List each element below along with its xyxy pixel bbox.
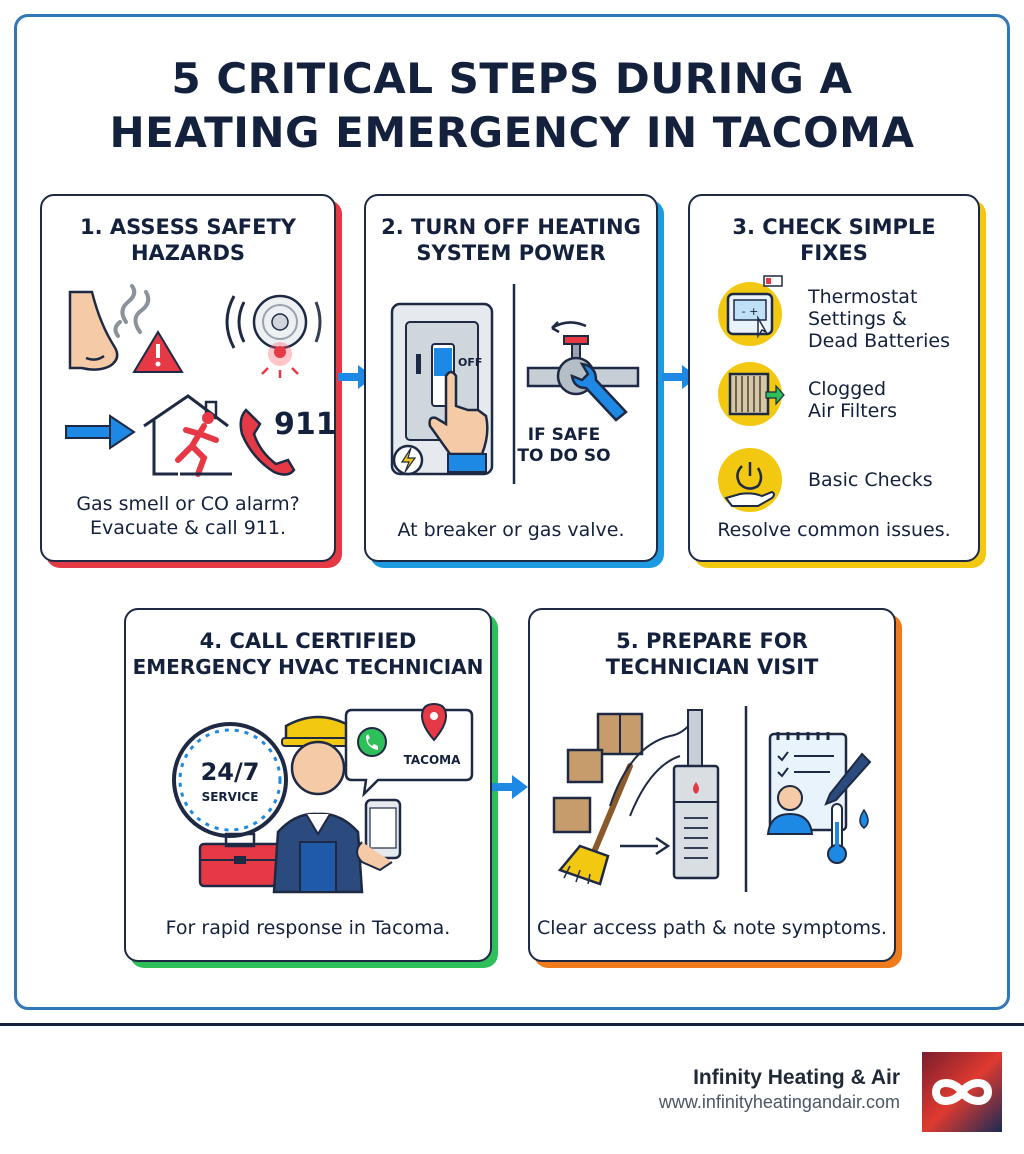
fix-2-line1: Clogged [808, 378, 887, 400]
step4-title-line1: 4. CALL CERTIFIED [199, 629, 417, 653]
step2-title: 2. TURN OFF HEATING SYSTEM POWER [366, 214, 656, 266]
step2-title-line1: 2. TURN OFF HEATING [381, 215, 641, 239]
step5-illustration [552, 706, 872, 892]
step3-title-line2: FIXES [800, 241, 868, 265]
step2-illustration: OFF IF SAFE TO DO SO [390, 284, 640, 484]
title-line-2: HEATING EMERGENCY IN TACOMA [109, 108, 915, 157]
broom-icon [557, 763, 633, 886]
person-icon [766, 785, 814, 835]
step4-caption-line1: For rapid response in Tacoma. [165, 917, 451, 939]
step1-illustration: 911 [65, 284, 337, 477]
toolbox-icon [198, 832, 282, 888]
step2-title-line2: SYSTEM POWER [416, 241, 606, 265]
drop-icon [859, 808, 869, 829]
pen-icon [824, 752, 872, 806]
hand-icon [428, 370, 489, 473]
step2-caption-line1: At breaker or gas valve. [397, 519, 625, 541]
step1-caption: Gas smell or CO alarm? Evacuate & call 9… [42, 492, 334, 540]
smartphone-icon [356, 798, 402, 872]
step5-card: 5. PREPARE FOR TECHNICIAN VISIT [528, 608, 896, 962]
step4-illustration: 24/7 SERVICE TAC [172, 702, 474, 894]
step3-card: 3. CHECK SIMPLE FIXES - + Thermostat Set… [688, 194, 980, 562]
fix-2-line2: Air Filters [808, 400, 898, 422]
lightning-icon [392, 444, 424, 476]
step3-caption: Resolve common issues. [690, 518, 978, 542]
infinity-logo-icon [922, 1052, 1002, 1132]
step3-title-line1: 3. CHECK SIMPLE [732, 215, 936, 239]
wrench-icon [570, 362, 628, 422]
step5-title-line2: TECHNICIAN VISIT [605, 655, 819, 679]
step5-title-line1: 5. PREPARE FOR [616, 629, 808, 653]
fix-1-label: Thermostat Settings & Dead Batteries [808, 286, 950, 352]
step1-title-line2: HAZARDS [130, 241, 246, 265]
step1-title: 1. ASSESS SAFETY HAZARDS [42, 214, 334, 266]
smoke-icon [113, 284, 151, 338]
step5-caption-line1: Clear access path & note symptoms. [537, 917, 887, 939]
smoke-alarm-icon [225, 294, 322, 378]
bubble-tacoma-label: TACOMA [404, 753, 461, 767]
warning-icon [132, 330, 184, 373]
power-hand-icon [718, 448, 782, 512]
safe-note-line1: IF SAFE [528, 425, 600, 445]
step4-card: 4. CALL CERTIFIED EMERGENCY HVAC TECHNIC… [124, 608, 492, 962]
phone-number-label: 911 [274, 407, 337, 442]
evacuate-house-icon [143, 394, 232, 477]
fix-1-line1: Thermostat [808, 286, 918, 308]
brand-url[interactable]: www.infinityheatingandair.com [658, 1092, 900, 1112]
step3-icons: - + [718, 275, 785, 512]
step3-title: 3. CHECK SIMPLE FIXES [690, 214, 978, 266]
step5-title: 5. PREPARE FOR TECHNICIAN VISIT [530, 628, 894, 680]
furnace-icon [672, 709, 720, 880]
step2-caption: At breaker or gas valve. [366, 518, 656, 542]
air-filter-icon [718, 362, 785, 426]
path-arrow-icon [609, 723, 691, 856]
step1-caption-line2: Evacuate & call 911. [89, 517, 287, 539]
step3-caption-line1: Resolve common issues. [717, 519, 951, 541]
thermostat-icon: - + [718, 275, 783, 346]
footer-divider [0, 1023, 1024, 1026]
clock-icon [172, 722, 288, 838]
arrow-icon [65, 414, 136, 450]
phone-icon [239, 408, 296, 476]
fix-2-label: Clogged Air Filters [808, 378, 897, 422]
fix-3-label: Basic Checks [808, 469, 933, 491]
boxes-icon [552, 712, 644, 834]
brand-name: Infinity Heating & Air [693, 1066, 900, 1089]
flow-arrow-3 [492, 775, 528, 799]
fix-1-line3: Dead Batteries [808, 330, 951, 352]
fix-3-line1: Basic Checks [808, 469, 933, 491]
title-line-1: 5 CRITICAL STEPS DURING A [171, 54, 853, 103]
step4-caption: For rapid response in Tacoma. [126, 916, 490, 940]
clock-label-1: 24/7 [201, 758, 260, 786]
step1-title-line1: 1. ASSESS SAFETY [79, 215, 297, 239]
nose-icon [68, 290, 119, 371]
step1-caption-line1: Gas smell or CO alarm? [76, 493, 300, 515]
svg-text:- +: - + [742, 305, 759, 318]
switch-off-label: OFF [458, 356, 482, 369]
step1-card: 1. ASSESS SAFETY HAZARDS [40, 194, 337, 562]
step5-caption: Clear access path & note symptoms. [530, 916, 894, 940]
thermometer-icon [827, 803, 847, 864]
call-bubble-icon [344, 708, 474, 798]
fix-1-line2: Settings & [808, 308, 907, 330]
step2-card: 2. TURN OFF HEATING SYSTEM POWER OFF [364, 194, 658, 562]
page-title: 5 CRITICAL STEPS DURING A HEATING EMERGE… [0, 52, 1024, 160]
step4-title: 4. CALL CERTIFIED EMERGENCY HVAC TECHNIC… [126, 628, 490, 680]
location-pin-icon [420, 702, 448, 742]
safe-note-line2: TO DO SO [517, 446, 610, 466]
technician-icon [272, 715, 364, 894]
step4-title-line2: EMERGENCY HVAC TECHNICIAN [132, 655, 484, 679]
clock-label-2: SERVICE [202, 790, 259, 804]
